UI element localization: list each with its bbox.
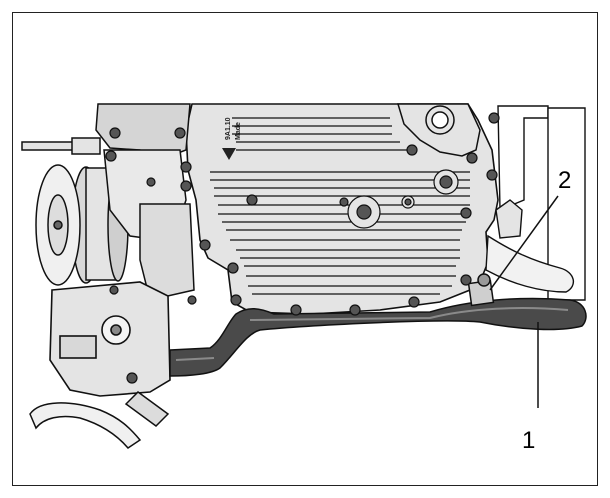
callout-2-leader — [489, 195, 559, 291]
callout-1-label: 1 — [522, 427, 535, 454]
callout-2-label: 2 — [558, 167, 571, 194]
bolts — [105, 112, 500, 384]
upper-housing — [95, 103, 195, 301]
hose-clamp — [467, 273, 495, 307]
callout-leaders — [489, 195, 559, 408]
upper-right-bracket — [396, 103, 481, 157]
lower-left-housing — [49, 281, 171, 397]
engraving-line-2: Made — [235, 122, 242, 140]
oil-pan-ribs — [210, 117, 470, 295]
lower-left-tubes — [29, 391, 170, 449]
pulley-assembly — [21, 137, 129, 286]
hose-highlight — [175, 307, 569, 361]
engraving-line-1: 9A1.10 — [225, 117, 232, 140]
warning-triangle-icon — [222, 148, 236, 160]
engine-block-right — [485, 105, 586, 301]
coolant-hose — [169, 297, 587, 377]
